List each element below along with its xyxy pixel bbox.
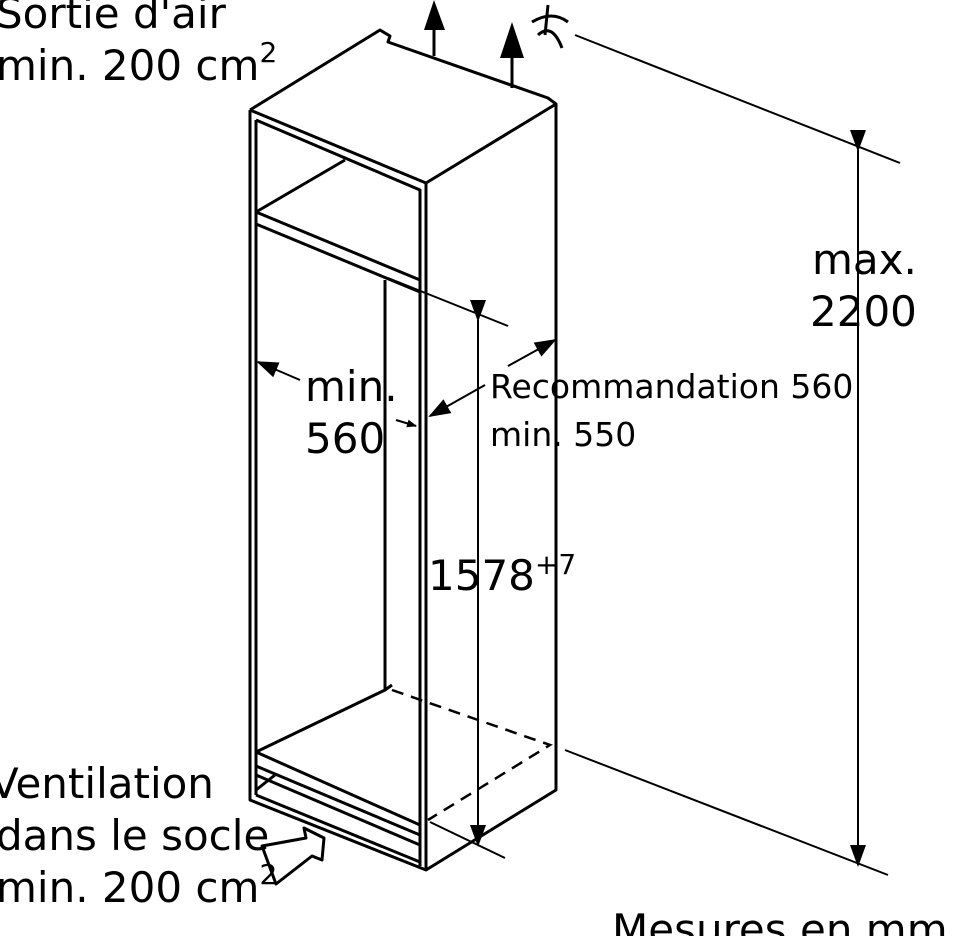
air-outlet-superscript: 2	[259, 36, 277, 69]
units-note: Mesures en mm	[612, 905, 948, 936]
max-height-dimension	[564, 34, 901, 876]
plinth-vent-label: Ventilation	[0, 759, 214, 808]
niche-height-value: 1578	[428, 551, 535, 600]
min-width-value: 560	[305, 414, 385, 463]
plinth-vent-location: dans le socle	[0, 811, 269, 860]
min-width-dimension	[256, 361, 417, 428]
plinth-vent-area: min. 200 cm	[0, 863, 259, 912]
cabinet-outline	[248, 28, 558, 872]
niche-height-dimension	[387, 277, 509, 859]
depth-dimension	[428, 339, 557, 417]
min-width-label: min.	[305, 362, 398, 411]
air-outlet-area-line: min. 200 cm2	[0, 36, 277, 90]
max-height-label: max.	[812, 235, 917, 284]
niche-height-tolerance: +7	[535, 548, 576, 581]
max-height-value: 2200	[810, 287, 917, 336]
plinth-vent-arrow	[260, 826, 326, 886]
depth-minimum: min. 550	[490, 415, 636, 454]
air-outlet-label: Sortie d'air	[0, 0, 227, 38]
depth-recommendation: Recommandation 560	[490, 367, 853, 406]
plinth-vent-superscript: 2	[259, 858, 277, 891]
air-outlet-area: min. 200 cm	[0, 41, 259, 90]
plinth-vent-area-line: min. 200 cm2	[0, 858, 277, 912]
angle-symbol-icon	[531, 4, 569, 49]
niche-height-line: 1578+7	[428, 548, 576, 600]
air-outlet-arrows	[424, 0, 524, 88]
